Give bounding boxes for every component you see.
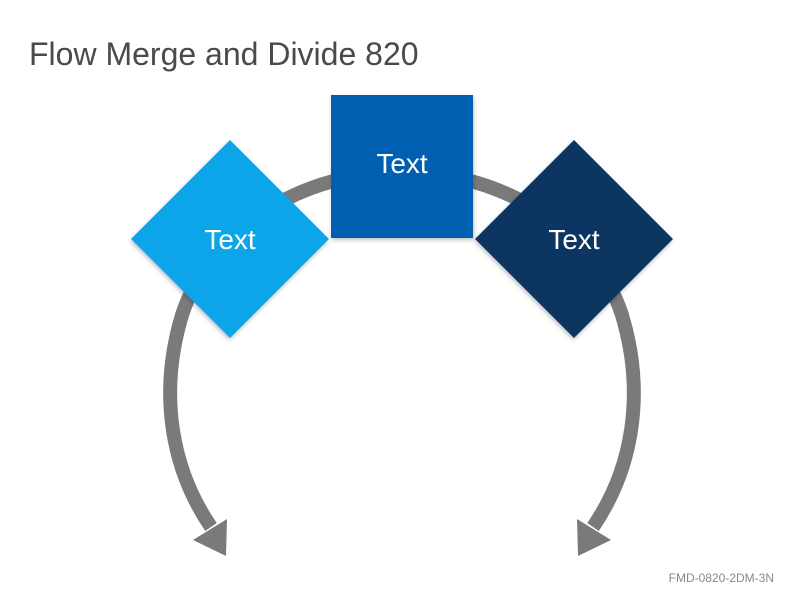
right-flow-arrowhead (577, 519, 611, 556)
box-right-label: Text (548, 224, 600, 255)
left-flow-arrow-shaft (163, 165, 403, 531)
left-flow-arrowhead (193, 519, 227, 556)
slide-title: Flow Merge and Divide 820 (29, 36, 419, 72)
right-flow-arrow-shaft (401, 165, 641, 531)
box-center-square (331, 95, 473, 238)
footer-code: FMD-0820-2DM-3N (668, 571, 774, 585)
box-center-label: Text (376, 148, 428, 179)
box-left-label: Text (204, 224, 256, 255)
left-flow-arrow (163, 165, 403, 556)
box-center (331, 95, 473, 238)
right-flow-arrow (401, 165, 641, 556)
